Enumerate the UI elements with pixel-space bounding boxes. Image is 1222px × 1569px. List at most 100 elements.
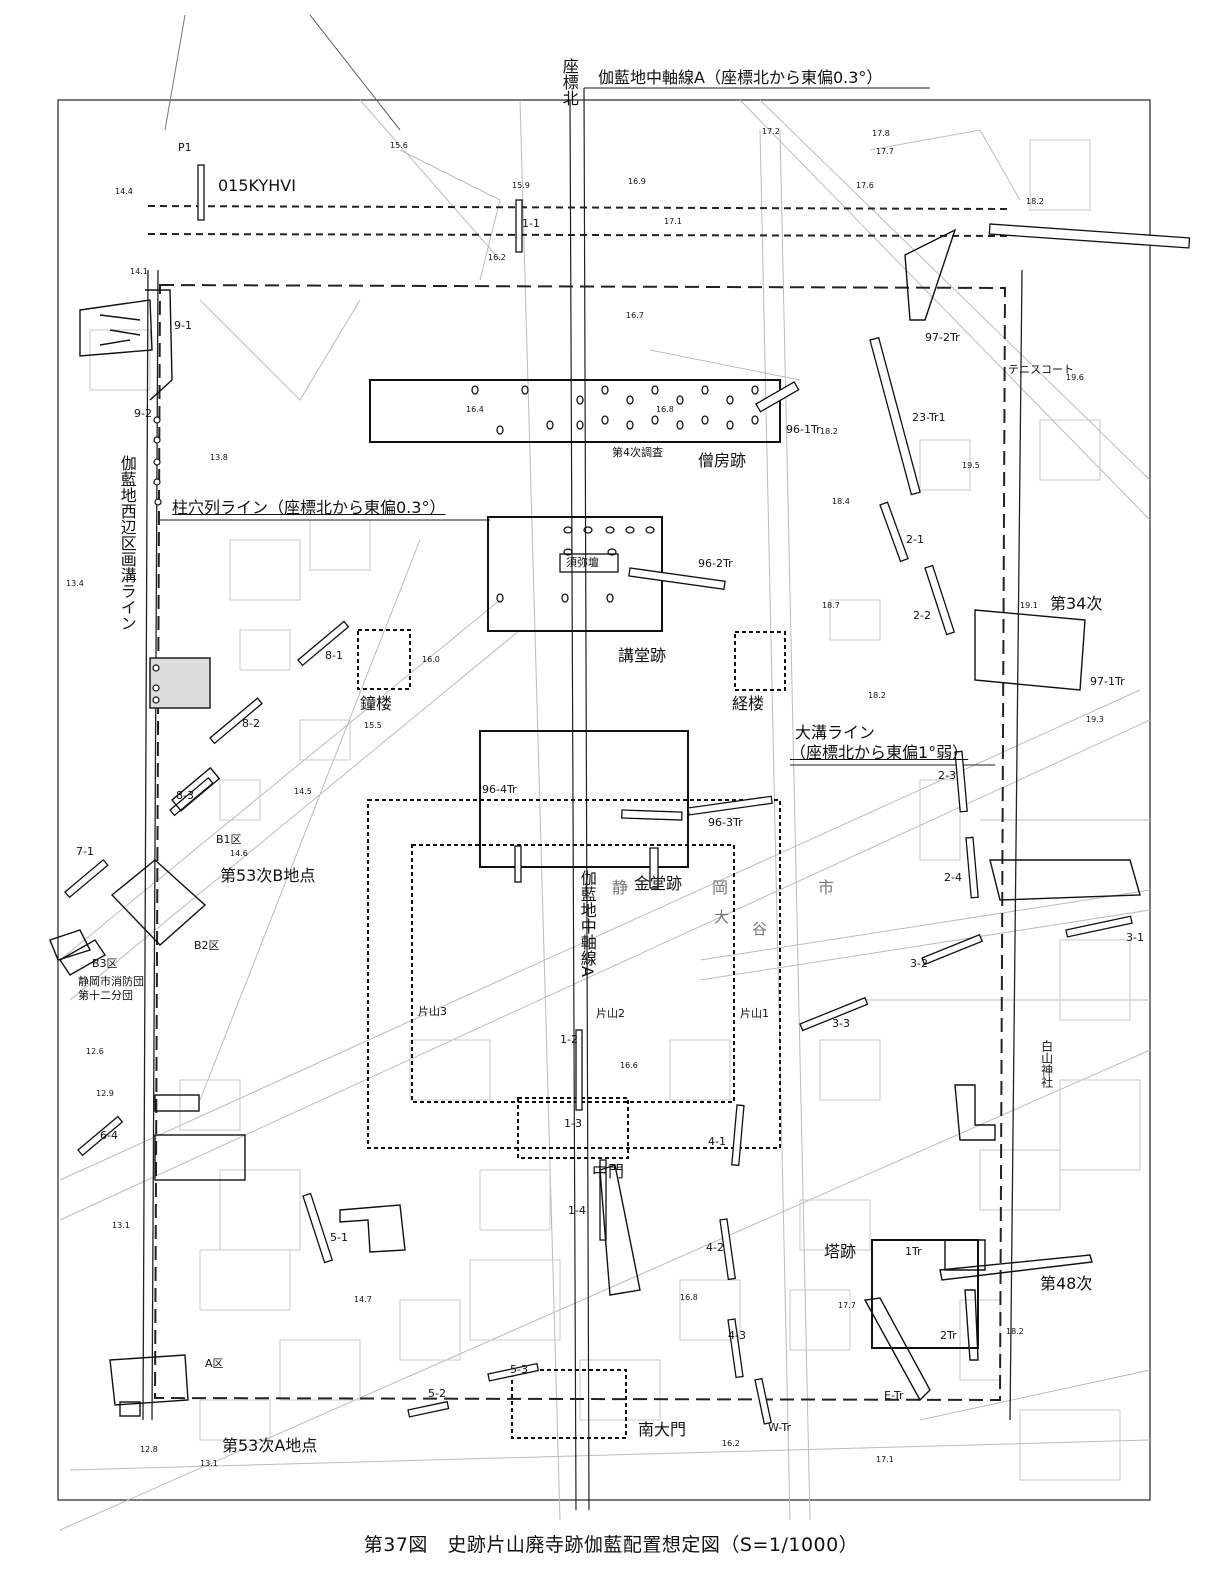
trench-label: 3-1 xyxy=(1126,931,1144,944)
nandaimon-label: 南大門 xyxy=(638,1420,687,1439)
elevation: 16.6 xyxy=(620,1061,638,1070)
elevation: 15.5 xyxy=(364,721,382,730)
great-ditch-label-2: （座標北から東偏1°弱） xyxy=(790,743,969,762)
elevation: 16.8 xyxy=(680,1293,698,1302)
trench-label: 2-2 xyxy=(913,609,931,622)
west-ditch-label: 伽藍地西辺区画溝ライン xyxy=(117,455,137,631)
trench-label: 1-4 xyxy=(568,1204,586,1217)
nandaimon-rect xyxy=(511,1369,627,1439)
background-buildings xyxy=(89,139,1141,1481)
katayama2-label: 片山2 xyxy=(596,1007,625,1020)
elevation: 15.6 xyxy=(390,141,408,150)
shoro-label: 鐘楼 xyxy=(360,694,393,713)
trench-label: 1-2 xyxy=(560,1033,578,1046)
elevation: 16.2 xyxy=(722,1439,740,1448)
elevation: 17.7 xyxy=(838,1301,856,1310)
elevation: 18.2 xyxy=(868,691,886,700)
trench-label: 97-1Tr xyxy=(1090,675,1125,688)
elevation: 13.1 xyxy=(200,1459,218,1468)
elevation: 14.4 xyxy=(115,187,133,196)
trench-label: 97-2Tr xyxy=(925,331,960,344)
elevation: 17.8 xyxy=(872,129,890,138)
dashed-line-north-2 xyxy=(147,233,1011,237)
elevation: 18.4 xyxy=(832,497,850,506)
katayama3-label: 片山3 xyxy=(418,1005,447,1018)
elevation: 17.1 xyxy=(664,217,682,226)
town-label: 岡 xyxy=(712,878,729,897)
elevation: 19.1 xyxy=(1020,601,1038,610)
trench-label: 1-3 xyxy=(564,1117,582,1130)
survey-53a-label: 第53次A地点 xyxy=(222,1436,318,1455)
trench-label: 5-1 xyxy=(330,1231,348,1244)
survey-34-label: 第34次 xyxy=(1050,594,1103,613)
trench-label: 2-3 xyxy=(938,769,956,782)
kondo-label: 金堂跡 xyxy=(634,874,683,893)
trench-label: 4-1 xyxy=(708,1135,726,1148)
town-label: 静 xyxy=(612,878,629,897)
elevation: 14.5 xyxy=(294,787,312,796)
a-ward-label: A区 xyxy=(205,1357,224,1370)
trench-label: 2Tr xyxy=(940,1329,957,1342)
kyoro-rect xyxy=(734,631,786,691)
chumon-rect xyxy=(517,1097,629,1159)
coord-north-label: 座標北 xyxy=(559,58,579,106)
trench-label: 9-2 xyxy=(134,407,152,420)
coord-north-line xyxy=(569,99,577,1511)
fire-brigade-label-2: 第十二分団 xyxy=(78,989,133,1002)
shumidan-box xyxy=(559,553,619,573)
trench-label: 7-1 xyxy=(76,845,94,858)
shumidan-label: 須弥壇 xyxy=(566,556,599,569)
axis-a-vertical-label: 伽藍地中軸線A xyxy=(577,870,597,977)
elevation: 19.5 xyxy=(962,461,980,470)
b3-label: B3区 xyxy=(92,957,118,970)
pillar-row-label: 柱穴列ライン（座標北から東偏0.3°） xyxy=(172,498,446,517)
elevation: 14.7 xyxy=(354,1295,372,1304)
elevation: 17.6 xyxy=(856,181,874,190)
town-label: 市 xyxy=(818,878,835,897)
trench-label: W-Tr xyxy=(768,1421,792,1434)
elevation: 19.3 xyxy=(1086,715,1104,724)
kodo-postholes xyxy=(496,526,655,603)
elevation: 16.9 xyxy=(628,177,646,186)
katayama1-label: 片山1 xyxy=(740,1007,769,1020)
trench-label: 8-2 xyxy=(242,717,260,730)
survey-leader-line xyxy=(309,14,401,131)
trench-label: 9-1 xyxy=(174,319,192,332)
trench-label: 2-4 xyxy=(944,871,962,884)
kyoro-label: 経楼 xyxy=(732,694,765,713)
elevation: 18.2 xyxy=(1006,1327,1024,1336)
kondo-inner-dashed xyxy=(411,844,735,1103)
shoro-rect xyxy=(357,629,411,690)
ward-label: 大 xyxy=(714,908,730,926)
b1-label: B1区 xyxy=(216,833,242,846)
trench-label: 4-2 xyxy=(706,1241,724,1254)
elevation: 14.6 xyxy=(230,849,248,858)
shrine-label: 白山神社 xyxy=(1039,1040,1054,1088)
west-postholes xyxy=(152,416,162,704)
to-label: 塔跡 xyxy=(824,1242,857,1261)
trench-label: 2-1 xyxy=(906,533,924,546)
ward-label: 谷 xyxy=(752,920,768,938)
survey4-label: 第4次調査 xyxy=(612,446,663,459)
chumon-label: 中門 xyxy=(592,1162,625,1181)
p1-label: P1 xyxy=(178,141,192,154)
survey-53b-label: 第53次B地点 xyxy=(220,866,316,885)
trench-label: 6-4 xyxy=(100,1129,118,1142)
trench-label: 96-1Tr xyxy=(786,423,821,436)
trench-label: 96-3Tr xyxy=(708,816,743,829)
elevation: 16.4 xyxy=(466,405,484,414)
trench-label: 5-3 xyxy=(510,1363,528,1376)
elevation: 14.1 xyxy=(130,267,148,276)
survey-areas xyxy=(49,228,1141,1417)
kodo-label: 講堂跡 xyxy=(618,646,667,665)
tennis-court-label: テニスコート xyxy=(1008,363,1074,376)
trench-label: 3-2 xyxy=(910,957,928,970)
trench-label: 23-Tr1 xyxy=(912,411,946,424)
elevation: 17.2 xyxy=(762,127,780,136)
trench-label: 1Tr xyxy=(905,1245,922,1258)
sobo-rect xyxy=(369,379,781,443)
elevation: 18.2 xyxy=(820,427,838,436)
elevation: 19.6 xyxy=(1066,373,1084,382)
elevation: 18.7 xyxy=(822,601,840,610)
